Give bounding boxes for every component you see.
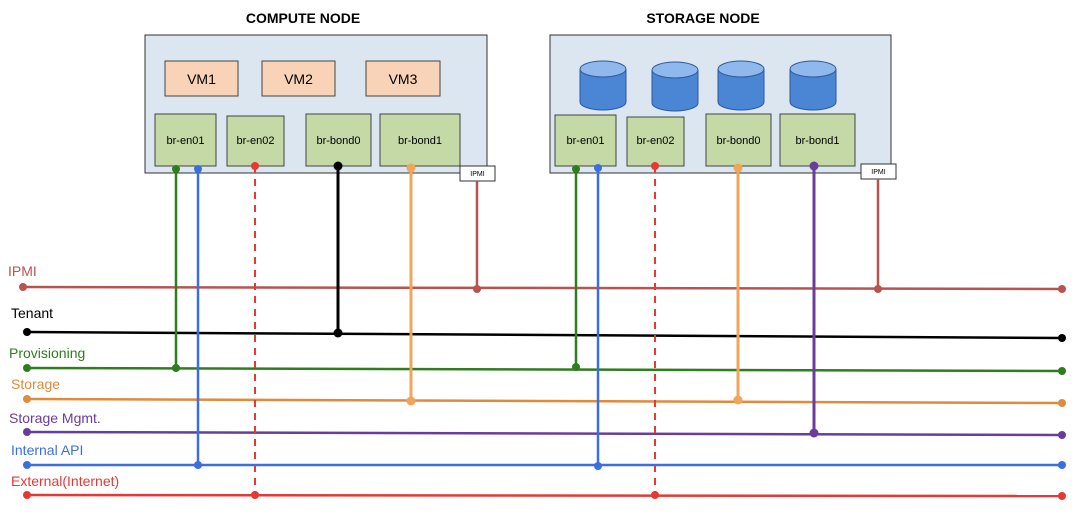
vm-label: VM1 <box>187 71 216 87</box>
link-port <box>172 165 180 173</box>
network-line-storage-mgmt <box>26 430 1063 437</box>
link-junction <box>874 285 882 293</box>
link-port <box>809 161 819 171</box>
network-endpoint <box>1058 367 1066 375</box>
bridge-label: br-en01 <box>167 135 205 147</box>
bridge-box: br-bond0 <box>305 113 372 167</box>
network-endpoint <box>1058 285 1066 293</box>
bridge-box: br-en02 <box>226 115 285 167</box>
bridge-label: br-bond1 <box>398 135 442 147</box>
vm-box: VM3 <box>365 60 441 97</box>
ipmi-port: IPMI <box>459 165 496 182</box>
bridge-box: br-en02 <box>626 116 685 167</box>
network-line-ipmi <box>22 285 1063 291</box>
link-junction <box>333 328 343 338</box>
network-endpoint <box>23 461 31 469</box>
network-label-storage: Storage <box>11 376 60 392</box>
bridge-box: br-en01 <box>554 114 617 167</box>
link-port <box>733 163 743 173</box>
compute-node-title: COMPUTE NODE <box>246 10 360 26</box>
bridge-label: br-en01 <box>567 135 605 147</box>
bridge-box: br-en01 <box>154 113 217 167</box>
link-port <box>194 165 202 173</box>
link-junction <box>572 363 580 371</box>
ipmi-port-label: IPMI <box>871 169 885 176</box>
bridge-label: br-bond1 <box>795 135 839 147</box>
network-endpoint <box>23 364 31 372</box>
bridge-label: br-bond0 <box>716 135 760 147</box>
link-junction <box>473 285 481 293</box>
network-endpoint <box>19 283 27 291</box>
network-endpoint <box>23 328 31 336</box>
bridge-box: br-bond0 <box>705 113 772 167</box>
link-junction <box>809 428 819 438</box>
network-label-storage-mgmt: Storage Mgmt. <box>9 410 101 426</box>
bridge-box: br-bond1 <box>779 113 856 167</box>
link-port <box>572 165 580 173</box>
network-line-storage <box>26 397 1063 405</box>
network-line-provisioning <box>26 366 1063 373</box>
link-junction <box>651 491 659 499</box>
link-junction <box>194 461 202 469</box>
database-cylinder-icon <box>717 60 765 111</box>
bridge-label: br-bond0 <box>316 135 360 147</box>
network-label-internal-api: Internal API <box>11 442 83 458</box>
network-label-tenant: Tenant <box>11 305 53 321</box>
bridge-label: br-en02 <box>237 135 275 147</box>
link-junction <box>251 491 259 499</box>
link-junction <box>594 462 602 470</box>
network-endpoint <box>1058 461 1066 469</box>
ipmi-port: IPMI <box>860 163 897 180</box>
network-endpoint <box>23 395 31 403</box>
network-label-provisioning: Provisioning <box>9 345 85 361</box>
vm-box: VM1 <box>164 60 239 97</box>
vm-label: VM3 <box>389 71 418 87</box>
network-endpoint <box>1058 431 1066 439</box>
database-cylinder-icon <box>789 60 837 111</box>
network-label-ipmi: IPMI <box>8 263 37 279</box>
link-junction <box>172 364 180 372</box>
vm-label: VM2 <box>284 71 313 87</box>
link-port <box>594 164 602 172</box>
link-port <box>333 161 343 171</box>
ipmi-port-label: IPMI <box>470 171 484 178</box>
network-endpoint <box>1058 399 1066 407</box>
vm-box: VM2 <box>261 60 336 97</box>
link-port <box>406 163 416 173</box>
network-endpoint <box>23 428 31 436</box>
bridge-box: br-bond1 <box>379 113 461 167</box>
database-cylinder-icon <box>579 60 627 111</box>
network-endpoint <box>1058 334 1066 342</box>
network-line-tenant <box>26 330 1063 340</box>
bridge-label: br-en02 <box>637 135 675 147</box>
storage-node-title: STORAGE NODE <box>646 10 759 26</box>
network-line-external <box>26 493 1063 498</box>
network-endpoint <box>23 491 31 499</box>
link-junction <box>733 395 743 405</box>
network-endpoint <box>1058 492 1066 500</box>
link-port <box>251 162 259 170</box>
link-port <box>651 162 659 170</box>
database-cylinder-icon <box>651 61 699 112</box>
link-junction <box>406 396 416 406</box>
network-label-external: External(Internet) <box>11 473 119 489</box>
